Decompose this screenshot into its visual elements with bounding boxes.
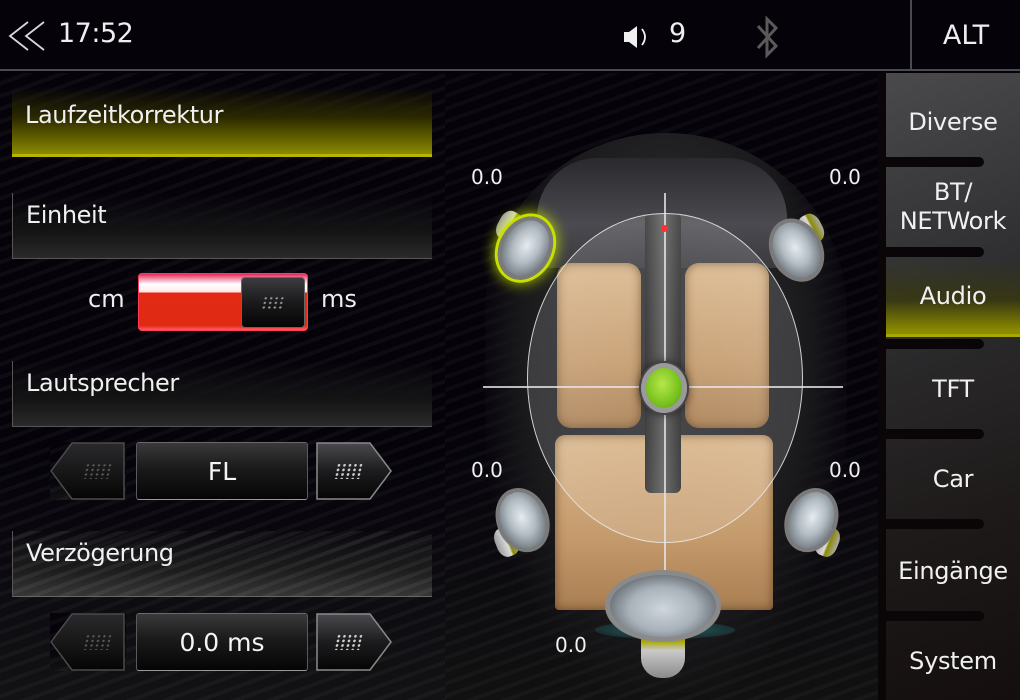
nav-item-tft[interactable]: TFT: [932, 374, 974, 403]
speaker-volume-icon[interactable]: [622, 24, 652, 50]
section-header-lautsprecher: Lautsprecher: [12, 361, 432, 427]
previous-speaker-button[interactable]: [50, 442, 126, 500]
speaker-value-rr: 0.0: [829, 458, 861, 482]
unit-toggle-row: cm ms: [0, 273, 445, 331]
bluetooth-icon: [754, 14, 782, 60]
speaker-value-sub: 0.0: [555, 633, 587, 657]
section-label: Einheit: [26, 201, 107, 229]
status-bar: 17:52 9 ALT: [0, 0, 1020, 71]
unit-cm-label[interactable]: cm: [88, 285, 125, 313]
volume-level: 9: [669, 18, 687, 49]
car-speaker-diagram: 0.0 0.0 0.0 0.0 0.0: [445, 73, 878, 700]
speaker-value: FL: [136, 442, 308, 500]
clock: 17:52: [58, 18, 134, 49]
grip-icon: [333, 634, 363, 650]
increase-delay-button[interactable]: [316, 613, 392, 671]
section-header-verzoegerung: Verzögerung: [12, 531, 432, 597]
grip-icon: [82, 634, 112, 650]
section-header-laufzeitkorrektur: Laufzeitkorrektur: [12, 87, 432, 157]
nav-divider: [886, 519, 984, 529]
back-button[interactable]: [6, 20, 46, 52]
nav-item-system[interactable]: System: [909, 647, 997, 675]
nav-divider: [886, 247, 984, 257]
speaker-subwoofer[interactable]: [605, 570, 721, 680]
delay-stepper: 0.0 ms: [50, 613, 392, 671]
section-header-einheit: Einheit: [12, 193, 432, 259]
nav-item-diverse[interactable]: Diverse: [908, 107, 998, 136]
toggle-knob[interactable]: [241, 277, 305, 328]
decrease-delay-button[interactable]: [50, 613, 126, 671]
next-speaker-button[interactable]: [316, 442, 392, 500]
listening-position-handle[interactable]: [641, 363, 687, 413]
grip-icon: [82, 463, 112, 479]
nav-divider: [886, 339, 984, 349]
unit-toggle-switch[interactable]: [138, 273, 308, 331]
nav-divider: [886, 429, 984, 439]
page-title: Laufzeitkorrektur: [25, 101, 224, 129]
alt-button[interactable]: ALT: [942, 20, 990, 51]
section-label: Lautsprecher: [26, 369, 179, 397]
divider: [910, 0, 912, 71]
speaker-value-fl: 0.0: [471, 165, 503, 189]
nav-item-eingaenge[interactable]: Eingänge: [898, 556, 1008, 585]
speaker-selector: FL: [50, 442, 392, 500]
nav-item-audio[interactable]: Audio: [886, 259, 1020, 337]
nav-item-car[interactable]: Car: [932, 464, 974, 493]
double-chevron-left-icon: [8, 21, 45, 51]
grip-icon: [333, 463, 363, 479]
speaker-value-rl: 0.0: [471, 458, 503, 482]
nav-divider: [886, 157, 984, 167]
nav-divider: [886, 611, 984, 621]
unit-ms-label[interactable]: ms: [321, 285, 357, 313]
delay-value: 0.0 ms: [136, 613, 308, 671]
section-label: Verzögerung: [26, 539, 174, 567]
settings-panel: Laufzeitkorrektur Einheit cm ms Lautspre…: [0, 73, 445, 700]
grip-icon: [260, 295, 286, 310]
front-marker: [661, 225, 668, 232]
nav-item-bt-network[interactable]: BT/ NETWork: [899, 178, 1007, 235]
speaker-value-fr: 0.0: [829, 165, 861, 189]
main-navigation: Diverse BT/ NETWork Audio TFT Car Eingän…: [878, 73, 1020, 700]
subwoofer-icon: [605, 570, 721, 642]
